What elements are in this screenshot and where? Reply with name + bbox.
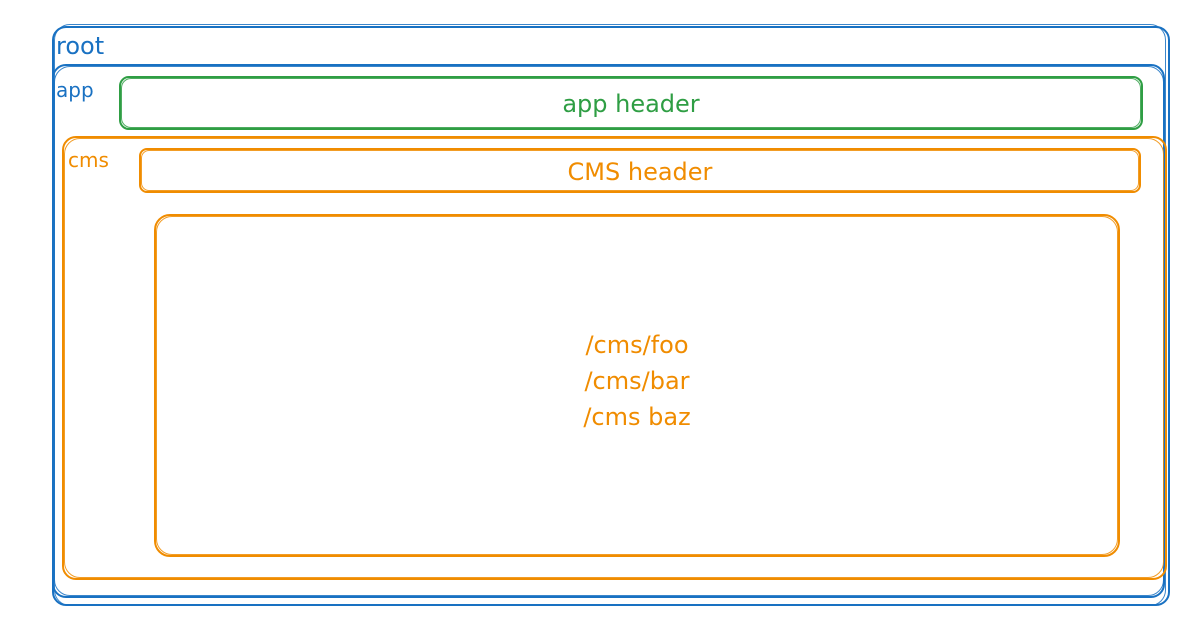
cms-header-box: CMS header — [139, 148, 1141, 193]
cms-box-sketch-stroke — [64, 138, 1164, 578]
cms-content-box: /cms/foo /cms/bar /cms baz — [154, 214, 1120, 557]
route-foo: /cms/foo — [585, 331, 689, 359]
cms-header-sketch-stroke — [141, 150, 1139, 191]
app-label: app — [56, 78, 94, 102]
app-box — [52, 64, 1165, 598]
cms-content-sketch-stroke — [156, 216, 1118, 555]
cms-label: cms — [68, 148, 109, 172]
app-header-box: app header — [119, 76, 1143, 130]
route-baz: /cms baz — [583, 403, 691, 431]
app-header-sketch-stroke — [121, 78, 1141, 128]
cms-box — [62, 136, 1167, 580]
app-header-label: app header — [562, 90, 700, 118]
cms-header-label: CMS header — [567, 158, 713, 186]
root-label: root — [56, 32, 105, 60]
route-bar: /cms/bar — [584, 367, 690, 395]
cms-route-list: /cms/foo /cms/bar /cms baz — [156, 331, 1118, 431]
